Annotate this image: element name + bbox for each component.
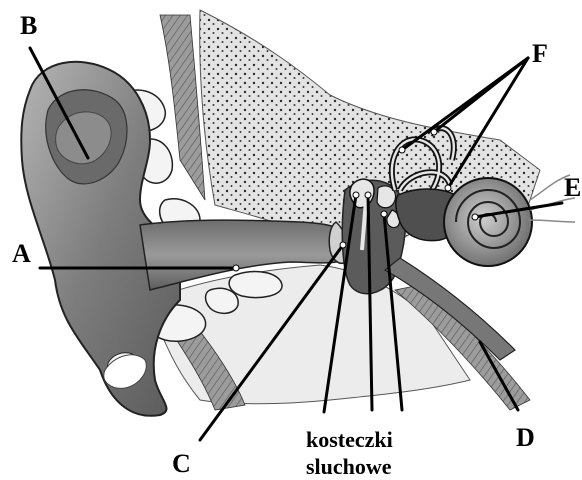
label-a: A (12, 239, 31, 268)
label-b: B (20, 11, 37, 40)
label-f: F (532, 39, 548, 68)
cochlea (444, 178, 532, 266)
leader-f-2 (434, 58, 528, 132)
label-c: C (172, 449, 191, 478)
label-ossicles-line1: kosteczki (306, 427, 393, 452)
label-ossicles-line2: sluchowe (306, 454, 392, 479)
label-d: D (516, 423, 535, 452)
label-e: E (564, 173, 581, 202)
